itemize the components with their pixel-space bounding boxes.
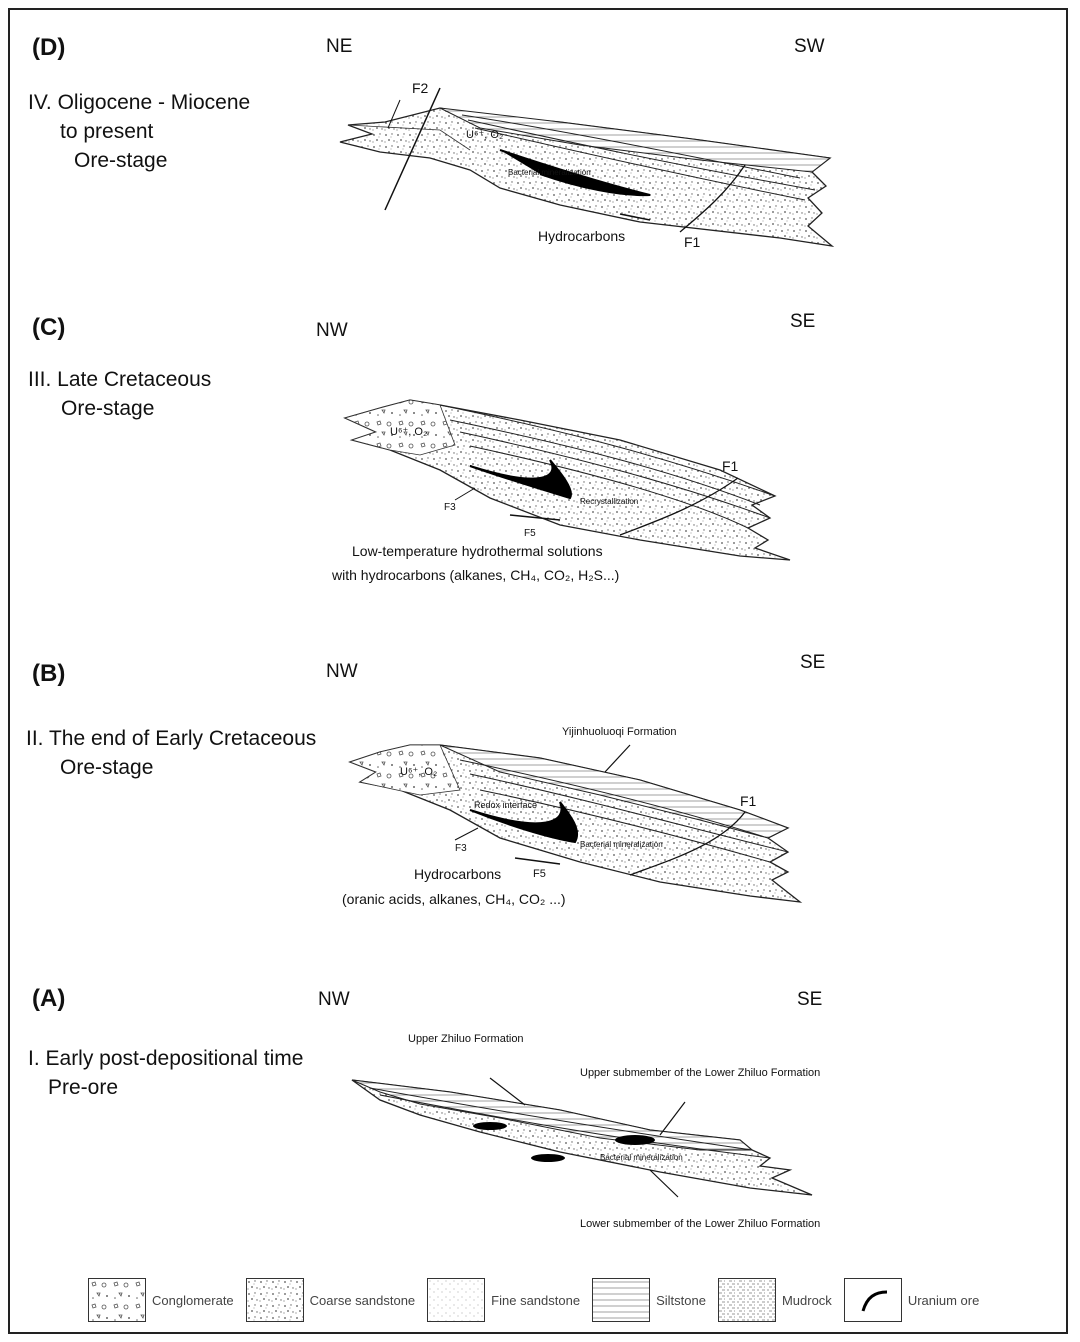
panel-c-label-f1: F1: [722, 458, 738, 474]
panel-b-left-direction: NW: [326, 661, 358, 683]
panel-c-right-direction: SE: [790, 311, 815, 333]
panel-b-label-hydrocarbon-detail: (oranic acids, alkanes, CH₄, CO₂ ...): [342, 891, 566, 907]
panel-b-label-bacterial: Bacterial mineralization: [580, 840, 663, 849]
panel-b-label-hydrocarbons: Hydrocarbons: [414, 866, 501, 882]
panel-d-left-direction: NE: [326, 36, 352, 58]
panel-d-stage-line2: to present: [28, 117, 250, 146]
panel-b-stage: II. The end of Early Cretaceous Ore-stag…: [26, 724, 316, 782]
panel-d-label-hydrocarbons: Hydrocarbons: [538, 228, 625, 244]
panel-d-label-f1: F1: [684, 234, 700, 250]
panel-b-label-f3: F3: [455, 843, 467, 854]
mudrock-swatch: [718, 1278, 776, 1322]
legend-item-conglomerate: Conglomerate: [88, 1278, 234, 1322]
panel-a-right-direction: SE: [797, 989, 822, 1011]
legend-label-siltstone: Siltstone: [656, 1293, 706, 1308]
legend-item-mudrock: Mudrock: [718, 1278, 832, 1322]
panel-b-id: (B): [32, 660, 65, 688]
panel-c-left-direction: NW: [316, 320, 348, 342]
legend-label-conglomerate: Conglomerate: [152, 1293, 234, 1308]
panel-d-stage-line3: Ore-stage: [28, 146, 250, 175]
panel-c-stage-line1: III. Late Cretaceous: [28, 365, 211, 394]
panel-b-label-redox: Redox interface: [474, 800, 537, 810]
legend: Conglomerate Coarse sandstone Fine sands…: [88, 1276, 991, 1324]
legend-item-siltstone: Siltstone: [592, 1278, 706, 1322]
panel-d-stage-line1: IV. Oligocene - Miocene: [28, 88, 250, 117]
panel-c-label-f3: F3: [444, 502, 456, 513]
panel-d-label-uranium-oxygen: U⁶⁺, O₂: [466, 128, 503, 141]
panel-c-cross-section: [345, 400, 790, 560]
panel-b-right-direction: SE: [800, 652, 825, 674]
panel-c-note-line2: with hydrocarbons (alkanes, CH₄, CO₂, H₂…: [332, 567, 619, 583]
panel-c-label-recrystallization: Recrystallization: [580, 497, 638, 506]
panel-a-left-direction: NW: [318, 989, 350, 1011]
panel-d-id: (D): [32, 34, 65, 62]
panel-c-note-line1: Low-temperature hydrothermal solutions: [352, 543, 603, 559]
panel-b-stage-line1: II. The end of Early Cretaceous: [26, 724, 316, 753]
panel-a-stage-line1: I. Early post-depositional time: [28, 1044, 303, 1073]
legend-label-mudrock: Mudrock: [782, 1293, 832, 1308]
panel-b-label-uranium-oxygen: U⁶⁺, O₂: [400, 765, 437, 778]
panel-c-label-uranium-oxygen: U⁶⁺, O₂: [390, 425, 427, 438]
siltstone-swatch: [592, 1278, 650, 1322]
panel-a-label-upper-submember: Upper submember of the Lower Zhiluo Form…: [580, 1067, 820, 1079]
panel-a-cross-section: [352, 1078, 812, 1197]
panel-d-stage: IV. Oligocene - Miocene to present Ore-s…: [28, 88, 250, 175]
panel-b-label-f5: F5: [533, 868, 546, 880]
panel-c-id: (C): [32, 314, 65, 342]
conglomerate-swatch: [88, 1278, 146, 1322]
panel-a-label-upper-zhiluo: Upper Zhiluo Formation: [408, 1033, 524, 1045]
panel-c-stage-line2: Ore-stage: [28, 394, 211, 423]
panel-a-stage-line2: Pre-ore: [28, 1073, 303, 1102]
uranium-ore-swatch: [844, 1278, 902, 1322]
panel-d-label-f2: F2: [412, 80, 428, 96]
panel-a-label-lower-submember: Lower submember of the Lower Zhiluo Form…: [580, 1218, 820, 1230]
panel-a-id: (A): [32, 985, 65, 1013]
panel-a-stage: I. Early post-depositional time Pre-ore: [28, 1044, 303, 1102]
panel-c-stage: III. Late Cretaceous Ore-stage: [28, 365, 211, 423]
panel-b-stage-line2: Ore-stage: [26, 753, 316, 782]
panel-d-cross-section: [340, 88, 832, 246]
legend-item-fine-sandstone: Fine sandstone: [427, 1278, 580, 1322]
panel-c-label-f5: F5: [524, 528, 536, 539]
legend-label-coarse-sandstone: Coarse sandstone: [310, 1293, 416, 1308]
legend-item-coarse-sandstone: Coarse sandstone: [246, 1278, 416, 1322]
legend-label-fine-sandstone: Fine sandstone: [491, 1293, 580, 1308]
panel-d-right-direction: SW: [794, 36, 825, 58]
fine-sandstone-swatch: [427, 1278, 485, 1322]
coarse-sandstone-swatch: [246, 1278, 304, 1322]
panel-b-label-yijinhuoluoqi: Yijinhuoluoqi Formation: [562, 726, 677, 738]
panel-d-label-bacterial: Bacterial mineralization: [508, 168, 591, 177]
panel-b-label-f1: F1: [740, 793, 756, 809]
legend-label-uranium-ore: Uranium ore: [908, 1293, 980, 1308]
panel-a-label-bacterial: Bacterial mineralization: [600, 1153, 683, 1162]
legend-item-uranium-ore: Uranium ore: [844, 1278, 980, 1322]
